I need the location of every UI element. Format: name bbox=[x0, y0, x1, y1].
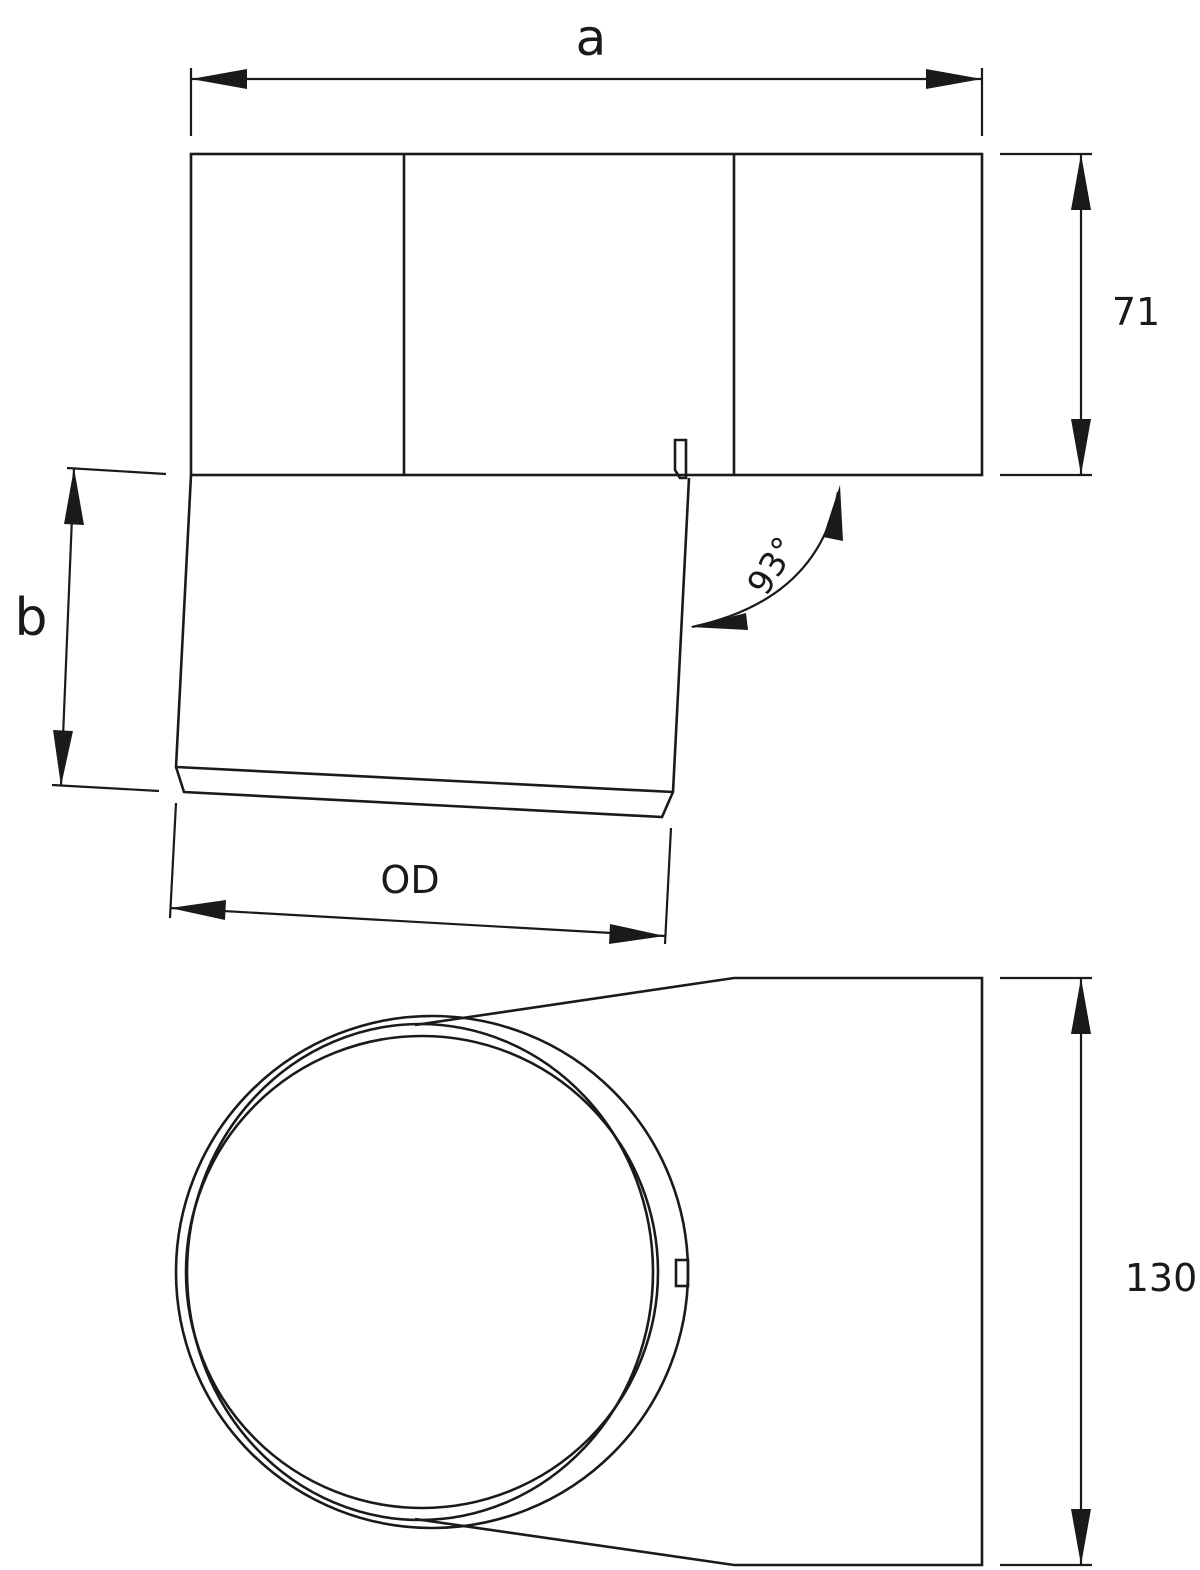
dimension-od: OD bbox=[168, 802, 673, 945]
outer-circle bbox=[174, 1014, 690, 1530]
inner-circle bbox=[184, 1034, 660, 1510]
arrowhead bbox=[64, 468, 84, 525]
box-outline bbox=[189, 152, 984, 477]
dimension-71-label: 71 bbox=[1112, 290, 1160, 334]
spigot-outline bbox=[174, 474, 691, 819]
clip-marker bbox=[674, 1258, 690, 1288]
arrowhead bbox=[823, 485, 843, 541]
extension-line bbox=[168, 802, 178, 919]
dimension-71: 71 bbox=[1000, 152, 1160, 477]
plan-view bbox=[174, 976, 984, 1567]
arrowhead bbox=[191, 69, 247, 89]
arrowhead bbox=[926, 69, 982, 89]
dimension-130-label: 130 bbox=[1125, 1256, 1198, 1300]
dimension-a-label: a bbox=[576, 9, 607, 67]
plan-outline bbox=[414, 976, 984, 1567]
dimension-b-label: b bbox=[14, 588, 47, 648]
dimension-b: b bbox=[14, 466, 167, 793]
dimension-angle: 93° bbox=[690, 485, 843, 630]
clip-tab bbox=[673, 438, 688, 480]
arrowhead bbox=[53, 730, 73, 786]
arrowhead bbox=[170, 900, 226, 920]
extension-line bbox=[51, 783, 160, 793]
dimension-130: 130 bbox=[1000, 976, 1198, 1567]
collar-ring bbox=[185, 1022, 655, 1522]
dimension-od-label: OD bbox=[380, 858, 439, 902]
side-view bbox=[174, 152, 984, 819]
arrowhead bbox=[1071, 978, 1091, 1034]
arrowhead bbox=[1071, 419, 1091, 475]
spigot-rim bbox=[175, 765, 674, 794]
arrowhead bbox=[609, 924, 665, 944]
angle-label: 93° bbox=[740, 530, 806, 602]
arrowhead bbox=[1071, 154, 1091, 210]
extension-line bbox=[663, 827, 673, 945]
extension-line bbox=[66, 466, 167, 476]
arrowhead bbox=[690, 613, 748, 630]
dimension-line bbox=[169, 906, 666, 938]
arrowhead bbox=[1071, 1509, 1091, 1565]
dimension-a: a bbox=[189, 9, 984, 136]
